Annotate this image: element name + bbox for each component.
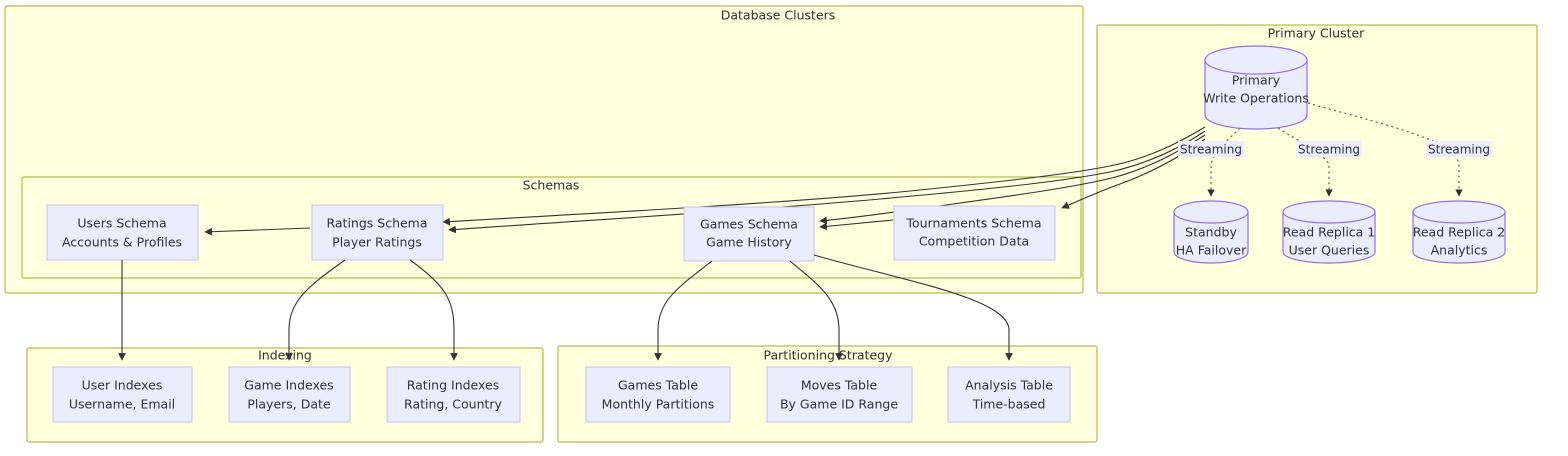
node-games-table-line1: Games Table bbox=[618, 378, 698, 393]
node-read-replica-1-line2: User Queries bbox=[1289, 243, 1370, 258]
edge-label-streaming-replica1-text: Streaming bbox=[1298, 143, 1360, 157]
edge-label-streaming-standby: Streaming bbox=[1178, 141, 1244, 157]
node-games-table-line2: Monthly Partitions bbox=[602, 397, 715, 412]
edge-label-streaming-replica2: Streaming bbox=[1426, 141, 1492, 157]
cluster-title-partitioning-strategy: Partitioning Strategy bbox=[764, 348, 894, 363]
node-rating-indexes[interactable]: Rating Indexes Rating, Country bbox=[386, 366, 521, 423]
node-users-schema-line1: Users Schema bbox=[77, 216, 166, 231]
node-read-replica-2-line2: Analytics bbox=[1431, 243, 1488, 258]
cluster-title-database-clusters: Database Clusters bbox=[721, 8, 836, 23]
edge-primary-to-replica2 bbox=[1307, 102, 1463, 197]
node-primary-line2: Write Operations bbox=[1203, 91, 1309, 106]
edge-tournaments-to-games-schema bbox=[819, 219, 894, 231]
edge-primary-to-ratings-schema bbox=[448, 130, 1206, 234]
edges-schemas-to-children bbox=[118, 254, 1013, 361]
node-user-indexes-line1: User Indexes bbox=[82, 378, 163, 393]
node-analysis-table-line2: Time-based bbox=[972, 397, 1046, 412]
node-analysis-table-line1: Analysis Table bbox=[965, 378, 1053, 393]
node-ratings-schema[interactable]: Ratings Schema Player Ratings bbox=[311, 204, 444, 261]
node-standby-line2: HA Failover bbox=[1176, 243, 1247, 258]
node-standby-line1: Standby bbox=[1185, 225, 1237, 240]
node-users-schema-line2: Accounts & Profiles bbox=[62, 235, 182, 250]
node-read-replica-2-line1: Read Replica 2 bbox=[1413, 225, 1506, 240]
cluster-title-primary-cluster: Primary Cluster bbox=[1268, 26, 1366, 41]
node-moves-table-line2: By Game ID Range bbox=[780, 397, 898, 412]
node-users-schema[interactable]: Users Schema Accounts & Profiles bbox=[46, 204, 199, 261]
node-game-indexes-line2: Players, Date bbox=[247, 397, 331, 412]
edge-ratings-schema-to-rating-indexes bbox=[409, 259, 458, 361]
edge-label-streaming-replica1: Streaming bbox=[1296, 141, 1362, 157]
node-games-table[interactable]: Games Table Monthly Partitions bbox=[585, 366, 731, 423]
node-ratings-schema-line2: Player Ratings bbox=[332, 235, 422, 250]
node-read-replica-1-line1: Read Replica 1 bbox=[1283, 225, 1376, 240]
node-moves-table-line1: Moves Table bbox=[801, 378, 878, 393]
edge-ratings-schema-to-game-indexes bbox=[285, 259, 346, 361]
edge-games-schema-to-analysis-table bbox=[813, 254, 1013, 361]
node-tournaments-schema-line2: Competition Data bbox=[919, 234, 1029, 249]
cluster-title-indexing: Indexing bbox=[258, 348, 312, 363]
node-game-indexes-line1: Game Indexes bbox=[244, 378, 333, 393]
node-rating-indexes-line1: Rating Indexes bbox=[407, 378, 500, 393]
edge-games-schema-to-games-table bbox=[654, 260, 713, 361]
node-read-replica-2-database[interactable]: Read Replica 2 Analytics bbox=[1412, 200, 1506, 264]
node-primary-database[interactable]: Primary Write Operations bbox=[1203, 45, 1309, 130]
node-moves-table[interactable]: Moves Table By Game ID Range bbox=[766, 366, 913, 423]
edge-label-streaming-replica2-text: Streaming bbox=[1428, 143, 1490, 157]
node-ratings-schema-line1: Ratings Schema bbox=[326, 216, 427, 231]
edge-users-schema-link bbox=[204, 227, 311, 236]
node-user-indexes-line2: Username, Email bbox=[69, 397, 175, 412]
node-primary-line1: Primary bbox=[1232, 73, 1281, 88]
node-standby-database[interactable]: Standby HA Failover bbox=[1173, 200, 1249, 264]
node-games-schema[interactable]: Games Schema Game History bbox=[683, 206, 815, 262]
node-analysis-table[interactable]: Analysis Table Time-based bbox=[947, 366, 1071, 423]
edge-primary-to-replica1 bbox=[1277, 127, 1333, 197]
node-games-schema-line2: Game History bbox=[706, 235, 792, 250]
edge-games-schema-to-moves-table bbox=[789, 260, 843, 361]
node-rating-indexes-line2: Rating, Country bbox=[404, 397, 503, 412]
node-tournaments-schema-line1: Tournaments Schema bbox=[905, 216, 1041, 231]
edge-primary-to-users-schema bbox=[442, 126, 1206, 226]
edge-label-streaming-standby-text: Streaming bbox=[1180, 143, 1242, 157]
node-game-indexes[interactable]: Game Indexes Players, Date bbox=[228, 366, 351, 423]
node-read-replica-1-database[interactable]: Read Replica 1 User Queries bbox=[1282, 200, 1376, 264]
cluster-title-schemas: Schemas bbox=[523, 178, 580, 193]
edge-primary-to-games-schema bbox=[819, 134, 1206, 225]
node-user-indexes[interactable]: User Indexes Username, Email bbox=[52, 366, 193, 423]
node-games-schema-line1: Games Schema bbox=[700, 217, 798, 232]
cluster-schemas: Schemas bbox=[21, 176, 1082, 279]
node-tournaments-schema[interactable]: Tournaments Schema Competition Data bbox=[893, 205, 1056, 261]
